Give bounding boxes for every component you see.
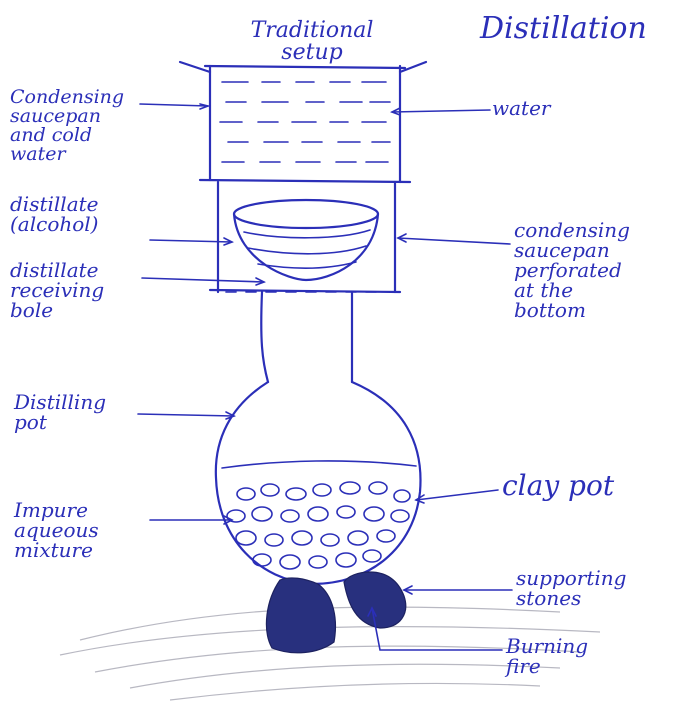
label-impure-mixture: Impure aqueous mixture bbox=[14, 500, 150, 560]
label-supporting-stones: supporting stones bbox=[516, 568, 686, 608]
label-clay-pot: clay pot bbox=[502, 472, 682, 500]
diagram-subtitle: Traditional setup bbox=[232, 20, 392, 64]
label-perforated-saucepan: condensing saucepan perforated at the bo… bbox=[514, 220, 684, 320]
label-distillate: distillate (alcohol) bbox=[10, 194, 150, 234]
label-burning-fire: Burning fire bbox=[506, 636, 656, 676]
label-distilling-pot: Distilling pot bbox=[14, 392, 138, 432]
diagram-title: Distillation bbox=[480, 14, 690, 44]
receiving-bowl bbox=[234, 200, 378, 280]
label-condensing-saucepan: Condensing saucepan and cold water bbox=[10, 88, 140, 164]
water-dashes bbox=[220, 82, 390, 162]
label-receiving-bowl: distillate receiving bole bbox=[10, 260, 142, 320]
clay-pot bbox=[216, 292, 421, 584]
leader-lines-left bbox=[138, 104, 264, 524]
supporting-stones bbox=[266, 572, 405, 653]
label-water: water bbox=[492, 98, 612, 118]
leader-lines-right bbox=[368, 108, 512, 650]
mixture-bubbles bbox=[227, 482, 410, 569]
cold-water-saucepan bbox=[180, 62, 426, 182]
